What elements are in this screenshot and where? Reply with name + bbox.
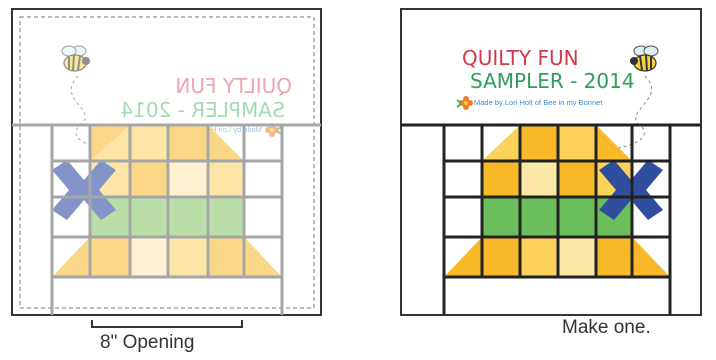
right-panel: QUILTY FUN SAMPLER - 2014 Made by Lori H… [401,9,701,315]
left-title-line1: QUILTY FUN [175,74,292,98]
opening-bracket [92,320,242,327]
right-credit: Made by Lori Holt of Bee in my Bonnet [474,98,603,107]
make-one-caption: Make one. [562,317,651,339]
left-title-line2: SAMPLER - 2014 [120,98,285,122]
opening-caption: 8" Opening [100,332,194,354]
left-panel: QUILTY FUN SAMPLER - 2014 Made by Lori H… [12,9,321,327]
right-title-line1: QUILTY FUN [462,46,579,70]
right-title-line2: SAMPLER - 2014 [470,69,635,93]
